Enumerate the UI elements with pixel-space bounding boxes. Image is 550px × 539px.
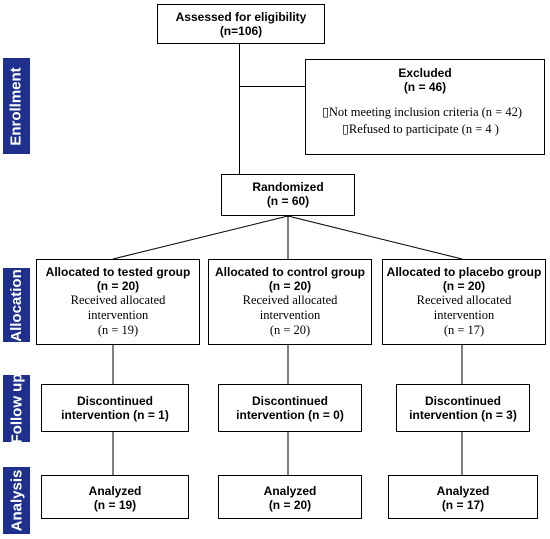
analysis-title-tested: Analyzed [88, 484, 142, 498]
allocation-title-control: Allocated to control group [215, 265, 365, 279]
analysis-box-tested: Analyzed (n = 19) [41, 475, 189, 519]
excluded-reason-refused: ▯Refused to participate (n = 4 ) [342, 122, 499, 136]
stage-label-follow-up: Follow up [3, 374, 30, 443]
received-line1-tested: Received allocated [70, 293, 166, 307]
received-line2-placebo: intervention [433, 308, 495, 322]
stage-label-allocation: Allocation [3, 268, 30, 342]
allocation-count-placebo: (n = 20) [442, 279, 486, 293]
followup-line2-placebo: intervention (n = 3) [409, 408, 517, 422]
eligibility-count: (n=106) [219, 24, 263, 38]
connector-eligibility-to-randomized [239, 44, 240, 174]
analysis-title-control: Analyzed [263, 484, 317, 498]
analysis-count-tested: (n = 19) [93, 498, 137, 512]
analysis-box-control: Analyzed (n = 20) [218, 475, 362, 519]
followup-line1-control: Discontinued [251, 394, 328, 408]
excluded-count: (n = 46) [403, 80, 447, 94]
received-line2-tested: intervention [87, 308, 149, 322]
analysis-title-placebo: Analyzed [436, 484, 490, 498]
allocation-title-tested: Allocated to tested group [45, 265, 191, 279]
randomized-count: (n = 60) [266, 194, 310, 208]
allocation-box-control: Allocated to control group (n = 20) Rece… [208, 259, 372, 345]
received-line1-control: Received allocated [242, 293, 338, 307]
followup-box-tested: Discontinued intervention (n = 1) [41, 384, 189, 432]
received-line1-placebo: Received allocated [416, 293, 512, 307]
followup-line2-tested: intervention (n = 1) [61, 408, 169, 422]
excluded-reasons: ▯Not meeting inclusion criteria (n = 42)… [306, 104, 544, 138]
followup-line1-placebo: Discontinued [424, 394, 501, 408]
analysis-count-placebo: (n = 17) [441, 498, 485, 512]
followup-box-control: Discontinued intervention (n = 0) [218, 384, 362, 432]
eligibility-title: Assessed for eligibility [175, 10, 307, 24]
connector-to-excluded [239, 86, 305, 87]
followup-line2-control: intervention (n = 0) [236, 408, 344, 422]
followup-box-placebo: Discontinued intervention (n = 3) [396, 384, 530, 432]
connector-to-placebo-group [287, 215, 463, 260]
received-count-placebo: (n = 17) [443, 323, 485, 337]
stage-label-analysis: Analysis [3, 467, 30, 534]
allocation-box-placebo: Allocated to placebo group (n = 20) Rece… [382, 259, 546, 345]
excluded-title: Excluded [398, 66, 452, 80]
received-count-control: (n = 20) [269, 323, 311, 337]
received-count-tested: (n = 19) [97, 323, 139, 337]
allocation-box-tested: Allocated to tested group (n = 20) Recei… [36, 259, 200, 345]
randomized-title: Randomized [252, 180, 324, 194]
excluded-box: Excluded (n = 46) ▯Not meeting inclusion… [305, 59, 545, 155]
allocation-count-control: (n = 20) [268, 279, 312, 293]
received-line2-control: intervention [259, 308, 321, 322]
stage-label-enrollment: Enrollment [3, 58, 30, 154]
connector-to-tested-group [112, 215, 289, 260]
excluded-reason-not-meeting-criteria: ▯Not meeting inclusion criteria (n = 42) [322, 105, 522, 119]
allocation-count-tested: (n = 20) [96, 279, 140, 293]
analysis-count-control: (n = 20) [268, 498, 312, 512]
followup-line1-tested: Discontinued [76, 394, 153, 408]
randomized-box: Randomized (n = 60) [221, 174, 355, 216]
allocation-title-placebo: Allocated to placebo group [386, 265, 542, 279]
eligibility-box: Assessed for eligibility (n=106) [157, 4, 325, 44]
analysis-box-placebo: Analyzed (n = 17) [388, 475, 538, 519]
